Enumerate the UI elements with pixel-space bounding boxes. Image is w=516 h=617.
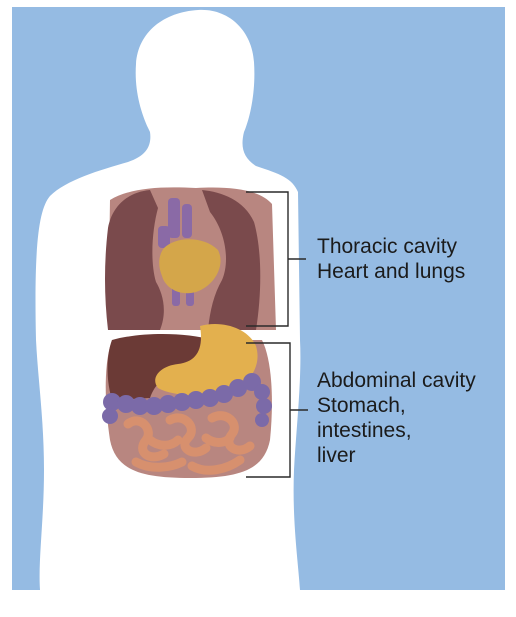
abdominal-organ-2: intestines, xyxy=(317,419,412,442)
abdominal-organ-1: Stomach, xyxy=(317,394,406,417)
abdominal-organ-3: liver xyxy=(317,444,356,467)
abdominal-title: Abdominal cavity xyxy=(317,369,476,392)
thoracic-title: Thoracic cavity xyxy=(317,235,457,258)
thoracic-label: Thoracic cavity Heart and lungs xyxy=(317,234,465,284)
abdominal-label: Abdominal cavity Stomach, intestines, li… xyxy=(317,368,476,468)
thoracic-organs: Heart and lungs xyxy=(317,260,465,283)
